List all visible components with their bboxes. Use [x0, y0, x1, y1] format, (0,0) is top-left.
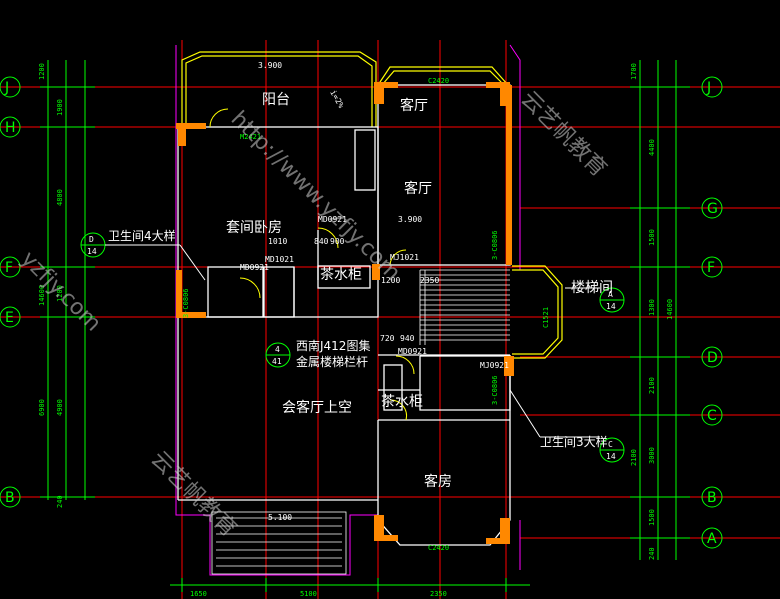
axis-right-d: D [707, 350, 718, 366]
axis-left-j: J [4, 80, 9, 96]
balcony-outline [181, 51, 377, 127]
living-bay-outline [377, 66, 509, 86]
leader-lines [105, 244, 600, 438]
dim-1010: 1010 [268, 237, 287, 246]
room-guest: 客房 [424, 473, 452, 490]
note-bath4: 卫生间4大样 [108, 228, 176, 243]
dim-left-3: 1200 [56, 285, 64, 302]
room-living: 客厅 [400, 97, 428, 114]
dim-left-4: 14600 [38, 285, 46, 306]
axis-right-f: F [707, 260, 715, 276]
axis-left-e: E [5, 310, 14, 326]
dim-right-9: 240 [648, 547, 656, 560]
label-c2420-top: C2420 [428, 77, 449, 85]
room-tea-cabinet-2: 茶水柜 [381, 394, 423, 410]
axis-right-b: B [707, 490, 717, 506]
dim-right-0: 1700 [630, 63, 638, 80]
label-c0806c: 3-C0806 [491, 375, 499, 405]
dim-left-1: 1900 [56, 99, 64, 116]
boundary-lines [175, 44, 521, 576]
label-md0921b: MD0921 [240, 263, 269, 272]
watermark-4: 云艺帆教育 [146, 447, 241, 542]
note-bath3: 卫生间3大样 [540, 434, 608, 449]
dim-right-1: 4400 [648, 139, 656, 156]
dim-left-6: 6900 [38, 399, 46, 416]
detail-d-bottom: 14 [87, 247, 97, 256]
detail-4-top: 4 [275, 345, 280, 354]
dim-bottom-2: 2350 [430, 590, 447, 598]
right-dimension-chain [630, 60, 690, 560]
dim-left-5: 4900 [56, 399, 64, 416]
room-stairwell: 楼梯间 [571, 280, 613, 296]
dim-bottom-0: 1650 [190, 590, 207, 598]
dim-left-0: 1200 [38, 63, 46, 80]
axis-left-h: H [5, 120, 16, 136]
dim-bottom-1: 5100 [300, 590, 317, 598]
stair-bay-outline [512, 265, 563, 359]
watermark-2: 云艺帆教育 [516, 87, 611, 182]
left-axis-bubbles [0, 76, 21, 508]
room-living-label-2: 客厅 [404, 180, 432, 197]
bottom-stair [211, 511, 347, 575]
dim-900: 900 [330, 237, 345, 246]
label-slope: i=2% [328, 89, 346, 110]
axis-right-j: J [706, 80, 711, 96]
note-railing-1: 西南J412图集 [296, 338, 370, 353]
room-tea-cabinet-1: 茶水柜 [320, 267, 362, 283]
dim-720: 720 [380, 334, 395, 343]
detail-a-top: A [608, 290, 613, 299]
axis-right-a: A [707, 531, 717, 547]
label-mj0921: MJ0921 [480, 361, 509, 370]
dim-2350: 2350 [420, 276, 439, 285]
dim-right-7: 2100 [630, 449, 638, 466]
label-c1521: C1521 [542, 307, 550, 328]
label-md1021: MD1021 [265, 255, 294, 264]
dim-right-6: 3000 [648, 447, 656, 464]
left-dimension-chain [40, 60, 95, 500]
note-railing-2: 金属楼梯栏杆 [296, 354, 368, 369]
detail-d-top: D [89, 235, 94, 244]
label-c0806b: 3-C0806 [182, 288, 190, 318]
detail-4-bottom: 41 [272, 357, 282, 366]
structural-columns [176, 82, 514, 544]
right-axis-bubbles [701, 76, 723, 549]
label-elev-living: 3.900 [398, 215, 422, 224]
room-suite-bedroom: 套间卧房 [226, 220, 282, 236]
dim-840: 840 [314, 237, 329, 246]
detail-c-bottom: 14 [606, 452, 616, 461]
label-c2420-bot: C2420 [428, 544, 449, 552]
room-balcony: 阳台 [262, 92, 290, 108]
axis-left-f: F [5, 260, 13, 276]
detail-a-bottom: 14 [606, 302, 616, 311]
detail-c-top: C [608, 440, 613, 449]
axis-left-b: B [5, 490, 15, 506]
axis-right-c: C [707, 408, 717, 424]
dim-right-2: 1500 [648, 229, 656, 246]
label-m2421: M2421 [240, 133, 261, 141]
dim-right-4: 1300 [648, 299, 656, 316]
dim-1200: 1200 [381, 276, 400, 285]
axis-grid [0, 40, 780, 599]
staircase [419, 269, 510, 345]
dim-right-5: 2100 [648, 377, 656, 394]
dim-left-7: 240 [56, 495, 64, 508]
dim-940: 940 [400, 334, 415, 343]
room-hall-void: 会客厅上空 [282, 399, 352, 416]
dim-right-3: 14600 [666, 299, 674, 320]
dim-left-2: 4800 [56, 189, 64, 206]
label-elev-bottom: 5.100 [268, 513, 292, 522]
bottom-dimension-chain [170, 578, 530, 592]
dim-right-8: 1500 [648, 509, 656, 526]
label-elev-balcony: 3.900 [258, 61, 282, 70]
watermark-3: yzfjy.com [16, 247, 106, 337]
label-c0806a: 3-C0806 [491, 230, 499, 260]
door-swings [209, 108, 415, 421]
axis-right-g: G [707, 201, 718, 217]
label-md0921a: MD0921 [318, 215, 347, 224]
label-mj1021: MJ1021 [390, 253, 419, 262]
label-md0921c: MD0921 [398, 347, 427, 356]
